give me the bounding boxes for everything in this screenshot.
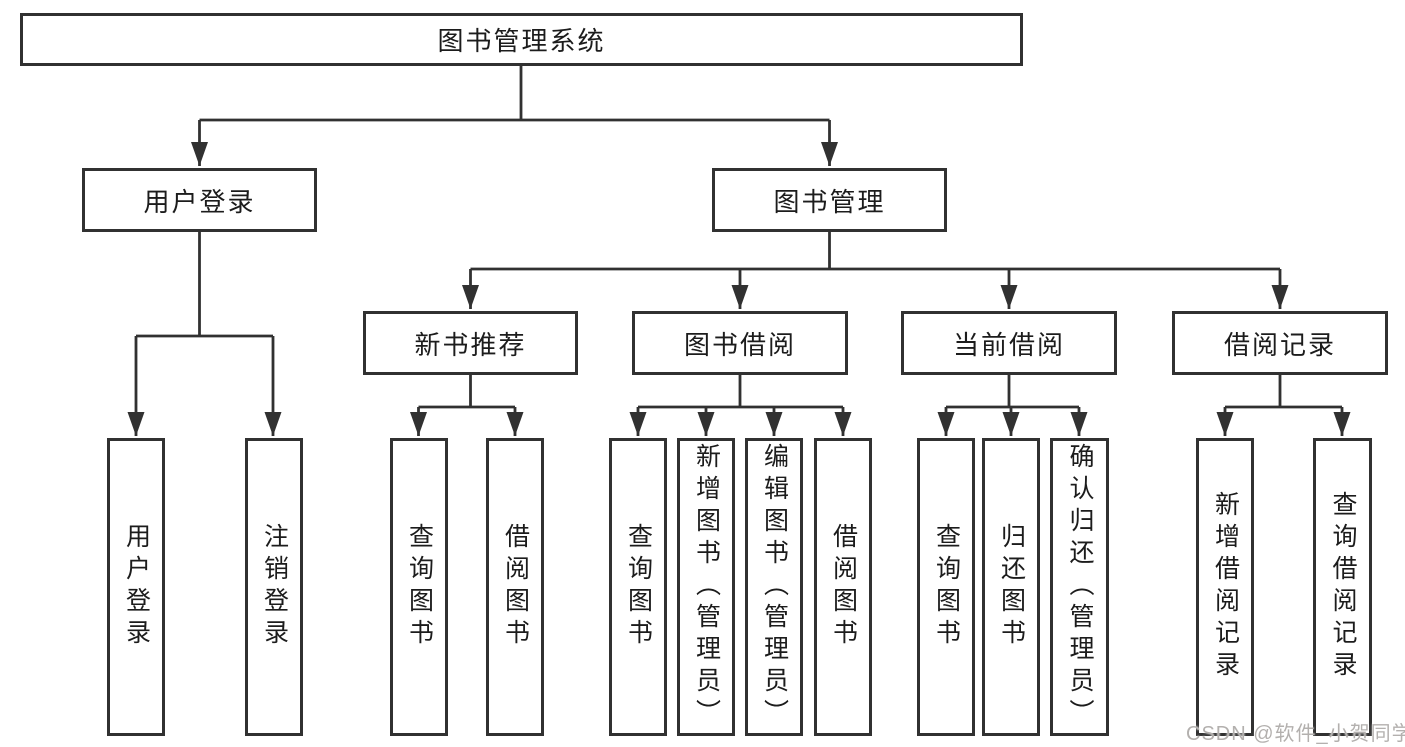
node-label: 编辑图书（管理员） <box>760 443 789 731</box>
leaf-bb-edit-books-admin: 编辑图书（管理员） <box>745 438 803 736</box>
node-label: 图书借阅 <box>683 329 796 360</box>
leaf-user-login: 用户登录 <box>107 438 165 736</box>
edges-new-book-recommend-children <box>410 375 524 436</box>
leaf-logout: 注销登录 <box>245 438 303 736</box>
edges-current-borrowing-children <box>937 375 1088 436</box>
leaf-cb-confirm-return-admin: 确认归还（管理员） <box>1050 438 1109 736</box>
leaf-bb-borrow-books: 借阅图书 <box>814 438 872 736</box>
edges-book-borrowing-children <box>629 375 852 436</box>
leaf-bb-add-books-admin: 新增图书（管理员） <box>677 438 735 736</box>
edges-book-management-children <box>462 232 1289 309</box>
node-book-management: 图书管理 <box>712 168 947 232</box>
leaf-cb-return-books: 归还图书 <box>982 438 1040 736</box>
node-label: 新增图书（管理员） <box>692 443 721 731</box>
node-label: 查询借阅记录 <box>1329 491 1357 683</box>
node-new-book-recommend: 新书推荐 <box>363 311 578 375</box>
node-label: 注销登录 <box>260 523 289 651</box>
edges-root-to-level2 <box>191 66 838 166</box>
node-user-login: 用户登录 <box>82 168 317 232</box>
node-book-borrowing: 图书借阅 <box>632 311 848 375</box>
node-label: 新书推荐 <box>414 329 527 360</box>
node-borrowing-records: 借阅记录 <box>1172 311 1388 375</box>
node-label: 借阅记录 <box>1223 329 1336 360</box>
node-current-borrowing: 当前借阅 <box>901 311 1117 375</box>
leaf-bb-query-books: 查询图书 <box>609 438 667 736</box>
node-label: 用户登录 <box>143 186 256 217</box>
node-label: 借阅图书 <box>501 523 530 651</box>
node-label: 图书管理系统 <box>437 26 606 56</box>
node-label: 查询图书 <box>932 523 961 651</box>
leaf-nbr-query-books: 查询图书 <box>390 438 448 736</box>
leaf-cb-query-books: 查询图书 <box>917 438 975 736</box>
leaf-br-add-record: 新增借阅记录 <box>1196 438 1254 736</box>
node-label: 归还图书 <box>997 523 1026 651</box>
node-library-system: 图书管理系统 <box>20 13 1023 66</box>
node-label: 查询图书 <box>624 523 653 651</box>
node-label: 用户登录 <box>122 523 151 651</box>
node-label: 借阅图书 <box>829 523 858 651</box>
edges-borrowing-records-children <box>1216 375 1351 436</box>
leaf-nbr-borrow-books: 借阅图书 <box>486 438 544 736</box>
leaf-br-query-record: 查询借阅记录 <box>1313 438 1372 736</box>
watermark: CSDN @软件_小贺同学 <box>1186 723 1405 745</box>
node-label: 确认归还（管理员） <box>1066 443 1094 731</box>
node-label: 图书管理 <box>773 186 886 217</box>
node-label: 新增借阅记录 <box>1211 491 1240 683</box>
node-label: 当前借阅 <box>952 329 1065 360</box>
edges-user-login-children <box>127 232 282 436</box>
node-label: 查询图书 <box>405 523 434 651</box>
